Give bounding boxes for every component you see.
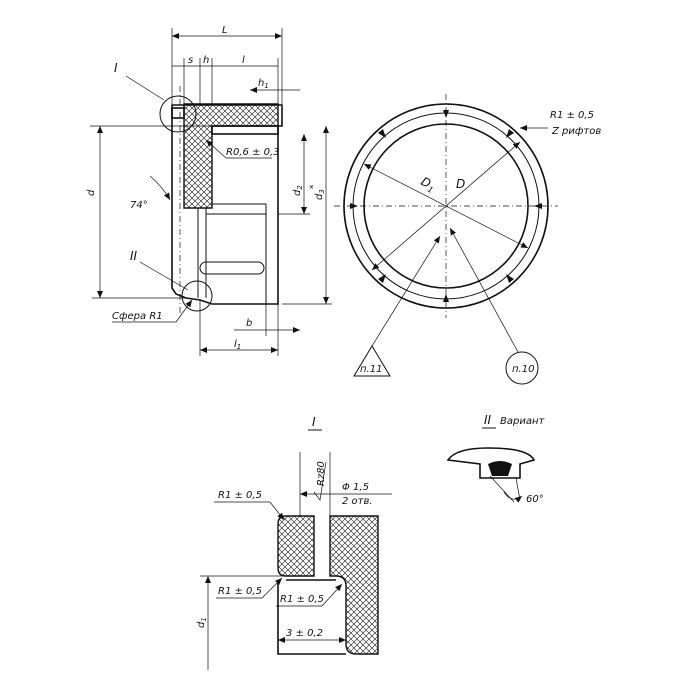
dim-r06: R0,6 ± 0,3 xyxy=(226,147,280,158)
dim-d3: d3* xyxy=(309,184,326,200)
dim-D: D xyxy=(456,177,465,191)
dim-l1: l1 xyxy=(234,339,241,351)
dim-D1: D1 xyxy=(418,174,438,195)
dim-angle-74: 74° xyxy=(130,200,148,211)
dim-d: d xyxy=(86,189,97,196)
label-p11: п.11 xyxy=(360,364,382,375)
dim-3: 3 ± 0,2 xyxy=(286,628,323,639)
dim-d2: d2 xyxy=(292,185,304,196)
end-view: D1 D R1 ± 0,5 Z рифтов п.11 п.10 xyxy=(334,94,601,385)
dim-r1-riff: R1 ± 0,5 xyxy=(550,110,594,121)
detail-I-view: I Rz80 Φ 1,5 2 отв. R1 ± 0,5 R1 ± 0,5 R1… xyxy=(196,415,392,670)
label-p10: п.10 xyxy=(512,364,534,375)
label-rz80: Rz80 xyxy=(316,461,327,486)
triangle-p11 xyxy=(353,345,391,377)
label-II: II xyxy=(130,249,138,263)
dim-phi15: Φ 1,5 xyxy=(342,482,369,493)
detail-I-hatch xyxy=(277,515,315,577)
ribs xyxy=(350,110,542,302)
dim-h1: h1 xyxy=(258,78,269,90)
variant-word: Вариант xyxy=(500,416,546,427)
dim-r1-mid: R1 ± 0,5 xyxy=(280,594,324,605)
inner-step xyxy=(211,125,279,135)
variant-II-label: II xyxy=(484,413,492,427)
dim-l: l xyxy=(242,55,245,66)
detail-I-title: I xyxy=(312,415,316,429)
dim-r1-left: R1 ± 0,5 xyxy=(218,586,262,597)
body-outline xyxy=(171,104,283,305)
dim-d1: d1 xyxy=(196,617,208,628)
label-2-holes: 2 отв. xyxy=(342,496,373,507)
label-sphere: Сфера R1 xyxy=(112,311,163,322)
dim-r1-top: R1 ± 0,5 xyxy=(218,490,262,501)
dim-h: h xyxy=(203,55,209,66)
dim-b: b xyxy=(246,318,252,329)
variant-II-view: II Вариант 60° xyxy=(446,413,546,505)
circle-p10 xyxy=(505,351,539,385)
detail-I-hatch-right xyxy=(329,515,379,655)
dim-s: s xyxy=(188,55,193,66)
label-z-riff: Z рифтов xyxy=(551,126,601,137)
dim-L: L xyxy=(222,25,228,36)
dim-angle-60: 60° xyxy=(526,494,544,505)
cap-hole xyxy=(171,107,185,119)
detail-circle-I xyxy=(159,95,197,133)
variant-II-shape xyxy=(446,447,536,479)
side-section-view: L s h l h1 I d d2 d3* R0,6 ± 0,3 74° xyxy=(86,25,332,356)
label-I: I xyxy=(114,61,118,75)
detail-circle-II xyxy=(181,280,213,312)
